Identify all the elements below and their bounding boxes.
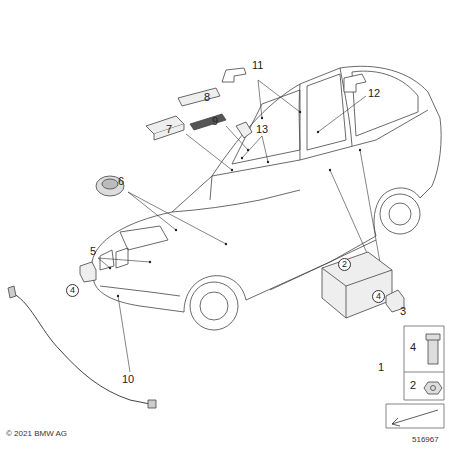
callout-number: 2: [410, 380, 416, 391]
callout-number: 10: [122, 374, 134, 385]
callout-number: 1: [378, 362, 384, 373]
note-text: 516967: [412, 436, 439, 444]
callout-number: 13: [256, 124, 268, 135]
callout-number: 5: [90, 246, 96, 257]
circled-callout: 2: [338, 258, 351, 271]
callout-number: 6: [118, 176, 124, 187]
callout-number: 12: [368, 88, 380, 99]
callout-number: 4: [410, 342, 416, 353]
note-text: © 2021 BMW AG: [6, 430, 67, 438]
callout-number: 8: [204, 92, 210, 103]
circled-callout: 4: [372, 290, 385, 303]
callout-number: 9: [212, 116, 218, 127]
callout-number: 7: [166, 124, 172, 135]
callout-number: 2: [342, 260, 347, 269]
callout-number: 11: [252, 60, 263, 71]
callout-number: 3: [400, 306, 406, 317]
callout-number: 4: [376, 292, 381, 301]
callout-number: 4: [70, 286, 75, 295]
circled-callout: 4: [66, 284, 79, 297]
